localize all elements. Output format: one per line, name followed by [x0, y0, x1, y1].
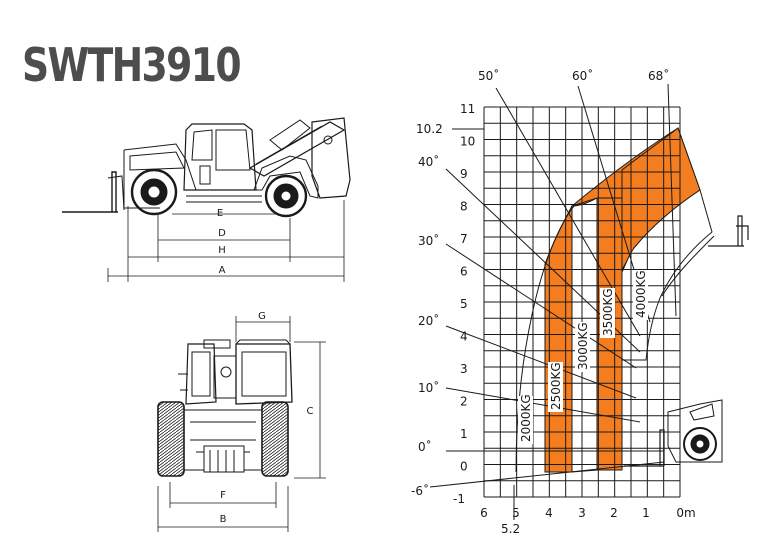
- height-tick-label: 6: [460, 265, 468, 279]
- label-bg-4000kg: [633, 270, 648, 320]
- reach-extra-label: 5.2: [501, 522, 520, 536]
- dim-label-h: H: [218, 245, 226, 256]
- angle-minus-6: -6˚: [411, 483, 429, 498]
- label-2000kg: 2000KG: [519, 394, 533, 442]
- reach-tick-label: 0m: [676, 506, 695, 520]
- height-tick-label: 2: [460, 395, 468, 409]
- reach-tick-label: 6: [480, 506, 488, 520]
- height-tick-label: 10: [460, 135, 475, 149]
- angle-labels: 40˚ 30˚ 20˚ 10˚ 0˚ -6˚ 50˚ 60˚ 68˚: [411, 68, 669, 498]
- dim-label-g: G: [258, 311, 266, 322]
- reach-tick-label: 3: [578, 506, 586, 520]
- height-tick-label: 5: [460, 297, 468, 311]
- height-tick-label: 9: [460, 167, 468, 181]
- chart-fork-drawings: [624, 215, 749, 467]
- label-bg-3000kg: [575, 322, 590, 372]
- chart-extra-labels: 10.2 5.2: [416, 122, 520, 536]
- reach-tick-label: 5: [512, 506, 520, 520]
- height-tick-label: 4: [460, 330, 468, 344]
- height-tick-label: -1: [453, 492, 465, 506]
- label-bg-2500kg: [548, 362, 563, 412]
- front-view-dimensions: [157, 316, 326, 532]
- angle-60: 60˚: [572, 68, 593, 83]
- chart-machine-front: [667, 399, 723, 463]
- dim-label-e: E: [217, 208, 223, 219]
- angle-20: 20˚: [418, 313, 439, 328]
- label-bg-2000kg: [518, 396, 533, 444]
- label-4000kg: 4000KG: [634, 270, 648, 318]
- angle-30: 30˚: [418, 233, 439, 248]
- height-tick-label: 8: [460, 200, 468, 214]
- angle-50: 50˚: [478, 68, 499, 83]
- reach-axis-labels: 6 5 4 3 2 1 0m: [480, 506, 695, 520]
- angle-0: 0˚: [418, 439, 432, 454]
- label-3500kg: 3500KG: [601, 288, 615, 336]
- model-title: SWTH3910: [22, 38, 242, 92]
- side-view-drawing: [62, 117, 351, 218]
- label-2500kg: 2500KG: [549, 362, 563, 410]
- label-3000kg: 3000KG: [576, 322, 590, 370]
- dim-label-b: B: [220, 514, 227, 525]
- reach-tick-label: 2: [610, 506, 618, 520]
- dim-label-d: D: [218, 228, 226, 239]
- height-tick-label: 3: [460, 362, 468, 376]
- angle-40: 40˚: [418, 154, 439, 169]
- angle-68: 68˚: [648, 68, 669, 83]
- side-view-dimensions: [107, 200, 345, 282]
- load-zone-labels: 2000KG 2500KG 3000KG 3500KG 4000KG: [518, 270, 648, 444]
- max-height-label: 10.2: [416, 122, 443, 136]
- reach-tick-label: 4: [545, 506, 553, 520]
- angle-10: 10˚: [418, 380, 439, 395]
- side-dimension-labels: E D H A: [217, 208, 226, 276]
- height-tick-label: 11: [460, 102, 475, 116]
- label-bg-3500kg: [600, 288, 615, 338]
- height-tick-label: 7: [460, 232, 468, 246]
- reach-envelope: [515, 205, 715, 473]
- dim-label-a: A: [219, 265, 226, 276]
- boom-angle-lines: [429, 83, 677, 520]
- reach-tick-label: 1: [642, 506, 650, 520]
- front-dimension-labels: G C F B: [220, 311, 314, 525]
- height-tick-label: 0: [460, 460, 468, 474]
- front-view-drawing: [157, 339, 293, 477]
- dim-label-f: F: [220, 490, 226, 501]
- height-tick-label: 1: [460, 427, 468, 441]
- dim-label-c: C: [307, 406, 314, 417]
